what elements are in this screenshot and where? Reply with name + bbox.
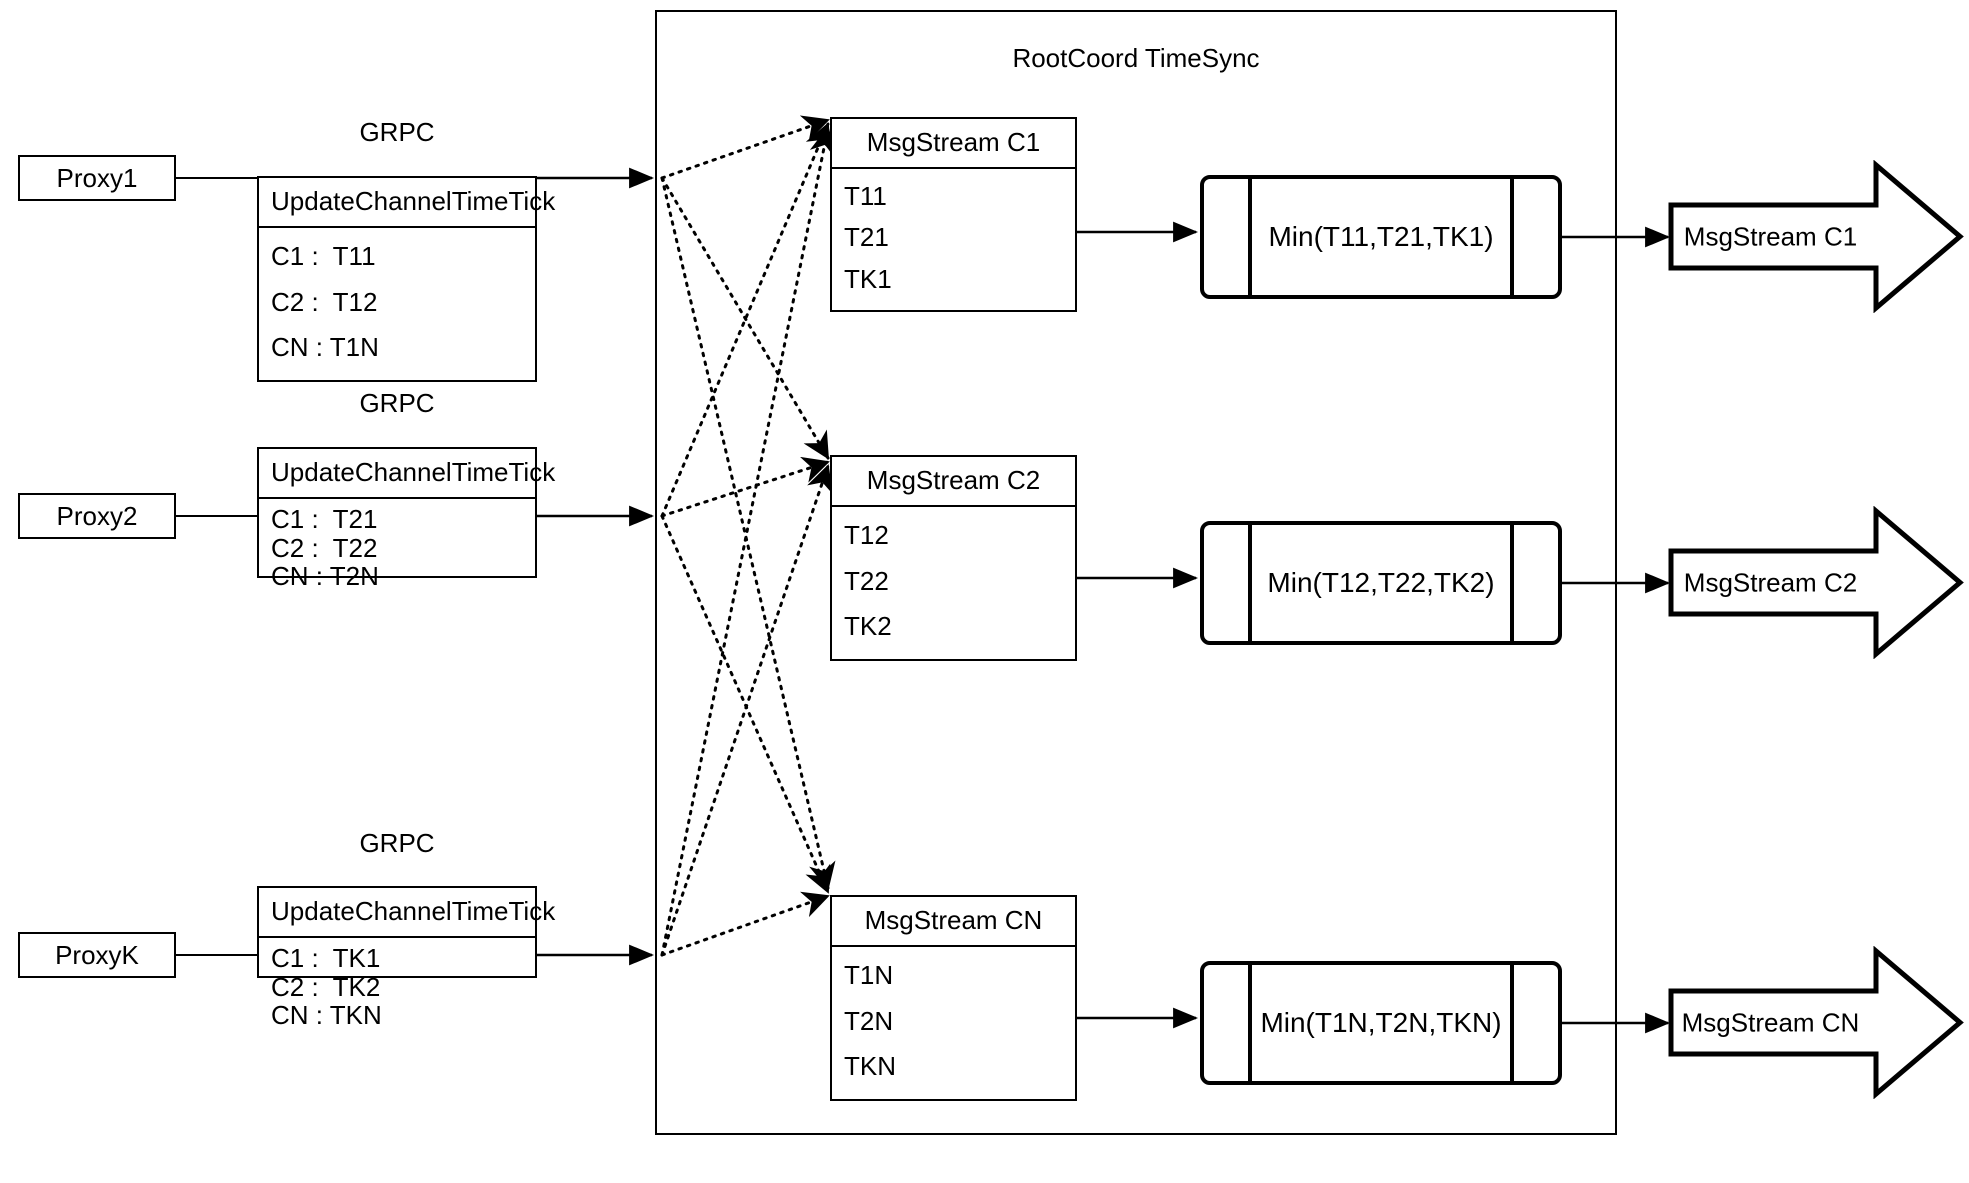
subroutine-divider-left [1248,179,1252,295]
min-subroutine-box-1: Min(T11,T21,TK1) [1200,175,1562,299]
msgstream-row: T22 [844,565,889,596]
min-label-2: Min(T12,T22,TK2) [1267,567,1495,598]
subroutine-divider-right [1510,525,1514,641]
proxy-label-2: Proxy2 [56,500,138,531]
msgstream-box-rows-1: T11 T21 TK1 [832,169,1075,310]
subroutine-divider-right [1510,965,1514,1081]
timetick-row: CN : T2N [271,561,379,592]
timetick-row: C2 : T12 [271,286,378,317]
output-block-arrow-2: MsgStream C2 [1668,506,1964,659]
rootcoord-timesync-title: RootCoord TimeSync [1012,43,1260,73]
rootcoord-timesync-container [655,10,1617,1135]
msgstream-box-1: MsgStream C1 T11 T21 TK1 [830,117,1077,312]
msgstream-box-header-2: MsgStream C2 [832,457,1075,507]
timetick-row: C1 : T11 [271,241,376,272]
msgstream-row: T21 [844,222,889,253]
msgstream-box-header-3: MsgStream CN [832,897,1075,947]
update-channel-timetick-box-3: UpdateChannelTimeTick C1 : TK1 C2 : TK2 … [257,886,555,1029]
timetick-box-header-3: UpdateChannelTimeTick [259,888,555,938]
msgstream-row: T12 [844,520,889,551]
timetick-box-header-2: UpdateChannelTimeTick [259,449,555,499]
update-channel-timetick-box-2: UpdateChannelTimeTick C1 : T21 C2 : T22 … [257,447,555,590]
min-subroutine-box-3: Min(T1N,T2N,TKN) [1200,961,1562,1085]
proxy-label-1: Proxy1 [56,162,138,193]
msgstream-row: TKN [844,1051,896,1082]
grpc-label-3: GRPC [359,828,435,858]
msgstream-box-header-1: MsgStream C1 [832,119,1075,169]
timetick-row: CN : T1N [271,332,379,363]
min-label-1: Min(T11,T21,TK1) [1268,221,1494,252]
output-label-3: MsgStream CN [1681,1007,1860,1037]
timetick-row: CN : TKN [271,1000,382,1031]
proxy-box-2[interactable]: Proxy2 [18,493,176,539]
timetick-box-rows-3: C1 : TK1 C2 : TK2 CN : TKN [259,938,535,1040]
proxy-label-3: ProxyK [55,939,139,970]
subroutine-divider-left [1248,965,1252,1081]
timetick-row: C2 : TK2 [271,971,381,1002]
min-subroutine-box-2: Min(T12,T22,TK2) [1200,521,1562,645]
proxy-box-3[interactable]: ProxyK [18,932,176,978]
msgstream-row: TK2 [844,611,892,642]
msgstream-row: TK1 [844,263,892,294]
timetick-row: C1 : T21 [271,504,378,534]
msgstream-box-2: MsgStream C2 T12 T22 TK2 [830,455,1077,661]
timetick-row: C1 : TK1 [271,943,381,973]
msgstream-box-rows-2: T12 T22 TK2 [832,507,1075,659]
proxy-to-tick-links [176,177,257,956]
timetick-row: C2 : T22 [271,532,378,563]
proxy-box-1[interactable]: Proxy1 [18,155,176,201]
grpc-label-2: GRPC [359,388,435,418]
output-block-arrow-3: MsgStream CN [1668,946,1964,1099]
min-label-3: Min(T1N,T2N,TKN) [1260,1007,1502,1038]
output-label-1: MsgStream C1 [1683,221,1858,251]
msgstream-box-rows-3: T1N T2N TKN [832,947,1075,1099]
subroutine-divider-left [1248,525,1252,641]
grpc-label-1: GRPC [359,117,435,147]
timetick-box-rows-2: C1 : T21 C2 : T22 CN : T2N [259,499,535,601]
timetick-box-rows-1: C1 : T11 C2 : T12 CN : T1N [259,228,535,380]
update-channel-timetick-box-1: UpdateChannelTimeTick C1 : T11 C2 : T12 … [257,176,555,382]
msgstream-row: T11 [844,180,887,211]
msgstream-row: T2N [844,1005,894,1036]
msgstream-box-3: MsgStream CN T1N T2N TKN [830,895,1077,1101]
subroutine-divider-right [1510,179,1514,295]
output-block-arrow-1: MsgStream C1 [1668,160,1964,313]
grpc-arrows [537,167,655,966]
output-label-2: MsgStream C2 [1683,567,1858,597]
msgstream-row: T1N [844,960,894,991]
timetick-box-header-1: UpdateChannelTimeTick [259,178,555,228]
